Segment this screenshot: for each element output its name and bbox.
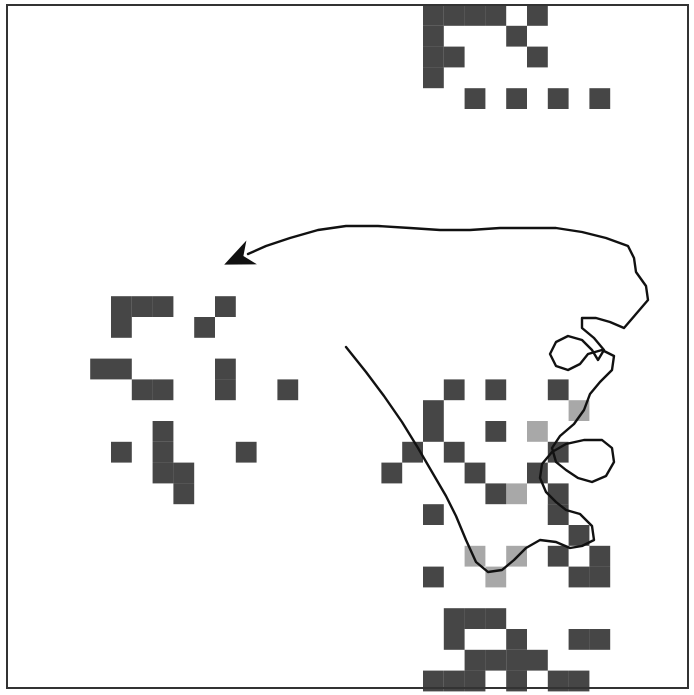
occupied-grid-cell: [423, 670, 444, 692]
occupied-grid-cell: [568, 525, 590, 546]
occupied-grid-cell: [235, 441, 257, 463]
occupied-grid-cell: [111, 441, 132, 463]
occupied-grid-cell: [527, 462, 548, 484]
occupied-grid-cell: [485, 421, 507, 442]
occupied-grid-cell: [111, 317, 132, 338]
occupied-grid-cell: [152, 421, 174, 442]
occupied-grid-cell: [568, 670, 590, 692]
light-grid-cell: [464, 545, 486, 567]
occupied-grid-cell: [589, 566, 611, 588]
occupied-grid-cell: [443, 441, 465, 463]
occupied-grid-cell: [152, 462, 174, 484]
occupied-grid-cell: [173, 483, 195, 505]
occupied-grid-cell: [152, 379, 174, 401]
light-grid-cell: [506, 483, 527, 505]
trajectory-path: [246, 224, 650, 574]
occupied-grid-cell: [443, 379, 465, 401]
occupied-grid-cell: [423, 25, 444, 47]
occupied-grid-cell: [215, 296, 236, 317]
occupied-grid-cell: [506, 649, 527, 671]
occupied-grid-cell: [443, 46, 465, 68]
occupied-grid-cell: [527, 5, 548, 26]
occupied-grid-cell: [152, 441, 174, 463]
occupied-grid-cell: [485, 649, 507, 671]
occupied-grid-cell: [547, 545, 569, 567]
occupied-grid-cell: [90, 358, 111, 380]
occupied-grid-cell: [506, 629, 527, 650]
occupied-grid-cell: [464, 5, 486, 26]
occupied-grid-cell: [215, 379, 236, 401]
light-grid-cell: [568, 400, 590, 421]
figure-frame: [6, 4, 689, 689]
occupied-grid-cell: [131, 296, 153, 317]
occupied-grid-cell: [464, 649, 486, 671]
occupied-grid-cell: [152, 296, 174, 317]
occupied-grid-cell: [423, 46, 444, 68]
occupied-grid-cell: [443, 670, 465, 692]
occupied-grid-cell: [464, 462, 486, 484]
occupied-grid-cell: [589, 88, 611, 109]
occupied-grid-cell: [443, 629, 465, 650]
occupied-grid-cell: [464, 608, 486, 629]
occupied-grid-cell: [423, 504, 444, 525]
occupied-grid-cell: [194, 317, 215, 338]
occupied-grid-cell: [547, 379, 569, 401]
occupied-grid-cell: [485, 608, 507, 629]
light-grid-cell: [527, 421, 548, 442]
occupied-grid-cell: [568, 629, 590, 650]
occupied-grid-cell: [173, 462, 195, 484]
occupied-grid-cell: [527, 46, 548, 68]
occupied-grid-cell: [527, 649, 548, 671]
occupied-grid-cell: [485, 5, 507, 26]
occupied-grid-cell: [381, 462, 403, 484]
occupied-grid-cell: [589, 629, 611, 650]
occupied-grid-cell: [215, 358, 236, 380]
occupied-grid-cell: [506, 670, 527, 692]
occupied-grid-cell: [589, 545, 611, 567]
occupied-grid-cell: [423, 400, 444, 421]
occupied-grid-cell: [464, 88, 486, 109]
occupied-grid-cell: [485, 483, 507, 505]
occupied-grid-cell: [423, 67, 444, 89]
occupied-grid-cell: [443, 608, 465, 629]
occupied-grid-cell: [111, 358, 132, 380]
occupied-grid-cell: [464, 670, 486, 692]
occupied-grid-cell: [485, 379, 507, 401]
occupied-grid-cell: [443, 5, 465, 26]
trajectory-layer: [224, 224, 650, 574]
occupied-grid-cell: [547, 504, 569, 525]
occupied-grid-cell: [506, 88, 527, 109]
occupied-grid-cell: [111, 296, 132, 317]
occupied-grid-cell: [423, 421, 444, 442]
occupied-grid-cell: [423, 5, 444, 26]
occupied-grid-cell: [277, 379, 299, 401]
occupied-grid-cell: [547, 670, 569, 692]
occupied-grid-cell: [506, 25, 527, 47]
occupied-grid-cell: [547, 483, 569, 505]
occupied-grid-cell: [568, 566, 590, 588]
occupied-grid-cell: [547, 88, 569, 109]
arrow-head-icon: [224, 240, 257, 265]
occupied-grid-cell: [423, 566, 444, 588]
occupied-grid-cell: [131, 379, 153, 401]
